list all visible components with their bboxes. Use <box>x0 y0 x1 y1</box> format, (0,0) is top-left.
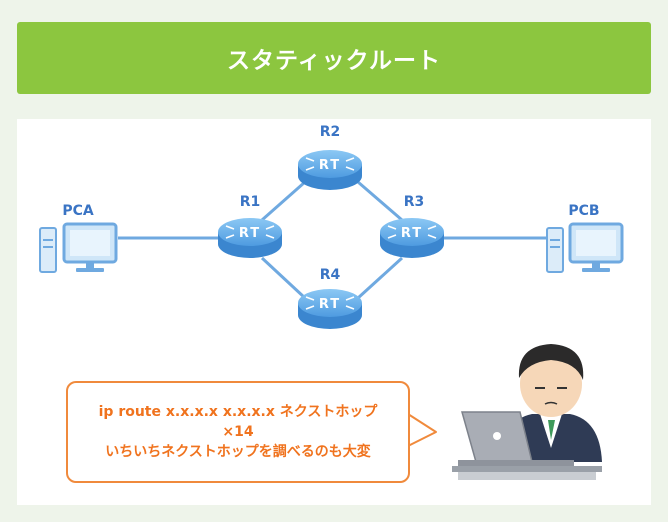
router-r1-badge: RT <box>239 226 261 241</box>
page-title: スタティックルート <box>227 48 441 74</box>
router-r2-label: R2 <box>320 124 341 140</box>
router-r4: RT <box>298 289 362 329</box>
speech-bubble: ip route x.x.x.x x.x.x.x ネクストホップ ×14 いちい… <box>66 381 410 483</box>
pc-right-icon <box>546 222 624 273</box>
router-r4-label: R4 <box>320 267 341 283</box>
router-r4-arrows-icon <box>305 296 355 310</box>
link-r1-r4 <box>260 256 307 300</box>
network-links <box>118 180 547 300</box>
pc-left-icon <box>39 222 118 273</box>
link-r1-r2 <box>261 180 306 222</box>
router-r3-arrows-icon <box>387 225 437 239</box>
office-worker-illustration <box>452 344 602 480</box>
link-r4-r3 <box>356 256 404 300</box>
router-r2-badge: RT <box>319 158 341 173</box>
router-r1-label: R1 <box>240 194 261 210</box>
speech-bubble-tail <box>407 413 437 447</box>
pc-left-label: PCA <box>62 203 94 219</box>
title-banner: スタティックルート <box>17 22 651 94</box>
router-r2: RT <box>298 150 362 190</box>
router-r1: RT <box>218 218 282 258</box>
router-r1-arrows-icon <box>225 225 275 239</box>
router-r3-label: R3 <box>404 194 425 210</box>
router-r4-badge: RT <box>319 297 341 312</box>
bubble-line-2: ×14 <box>222 424 254 440</box>
router-r2-arrows-icon <box>305 157 355 171</box>
bubble-line-1: ip route x.x.x.x x.x.x.x ネクストホップ <box>98 404 378 420</box>
pc-right-label: PCB <box>568 203 599 219</box>
router-r3-badge: RT <box>401 226 423 241</box>
link-r2-r3 <box>357 180 403 222</box>
router-r3: RT <box>380 218 444 258</box>
bubble-line-3: いちいちネクストホップを調べるのも大変 <box>105 444 371 460</box>
